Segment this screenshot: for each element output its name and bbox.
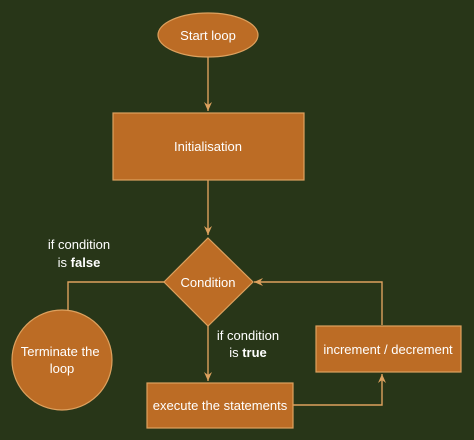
initialisation-box xyxy=(112,112,305,181)
node-condition: Condition xyxy=(163,237,254,327)
terminate-circle xyxy=(11,309,113,411)
false-label-line1: if condition xyxy=(48,237,110,252)
increment-label: increment / decrement xyxy=(323,342,453,357)
terminate-label: Terminate the loop xyxy=(21,344,103,376)
start-label: Start loop xyxy=(180,28,236,43)
execute-label: execute the statements xyxy=(153,398,288,413)
terminate-label-line2: loop xyxy=(50,361,75,376)
arrow-execute-to-increment xyxy=(293,374,386,406)
node-execute: execute the statements xyxy=(146,382,294,429)
condition-label: Condition xyxy=(181,275,236,290)
true-label-line2: is true xyxy=(229,345,267,360)
edge-label-false: if condition is false xyxy=(48,237,110,270)
condition-diamond xyxy=(163,237,254,327)
false-label-prefix: is xyxy=(58,255,71,270)
arrow-increment-to-condition xyxy=(254,278,383,325)
true-label-line1: if condition xyxy=(217,328,279,343)
execute-box xyxy=(146,382,294,429)
start-ellipse xyxy=(157,12,259,58)
true-label-prefix: is xyxy=(229,345,242,360)
terminate-label-line1: Terminate the xyxy=(21,344,100,359)
initialisation-label: Initialisation xyxy=(174,139,242,154)
edges xyxy=(64,57,386,406)
edge-label-true: if condition is true xyxy=(217,328,279,360)
false-label-line2: is false xyxy=(58,255,101,270)
node-terminate: Terminate the loop xyxy=(11,309,113,411)
false-label-bold: false xyxy=(71,255,101,270)
node-increment: increment / decrement xyxy=(315,325,462,373)
node-initialisation: Initialisation xyxy=(112,112,305,181)
increment-box xyxy=(315,325,462,373)
node-start: Start loop xyxy=(157,12,259,58)
true-label-bold: true xyxy=(242,345,267,360)
